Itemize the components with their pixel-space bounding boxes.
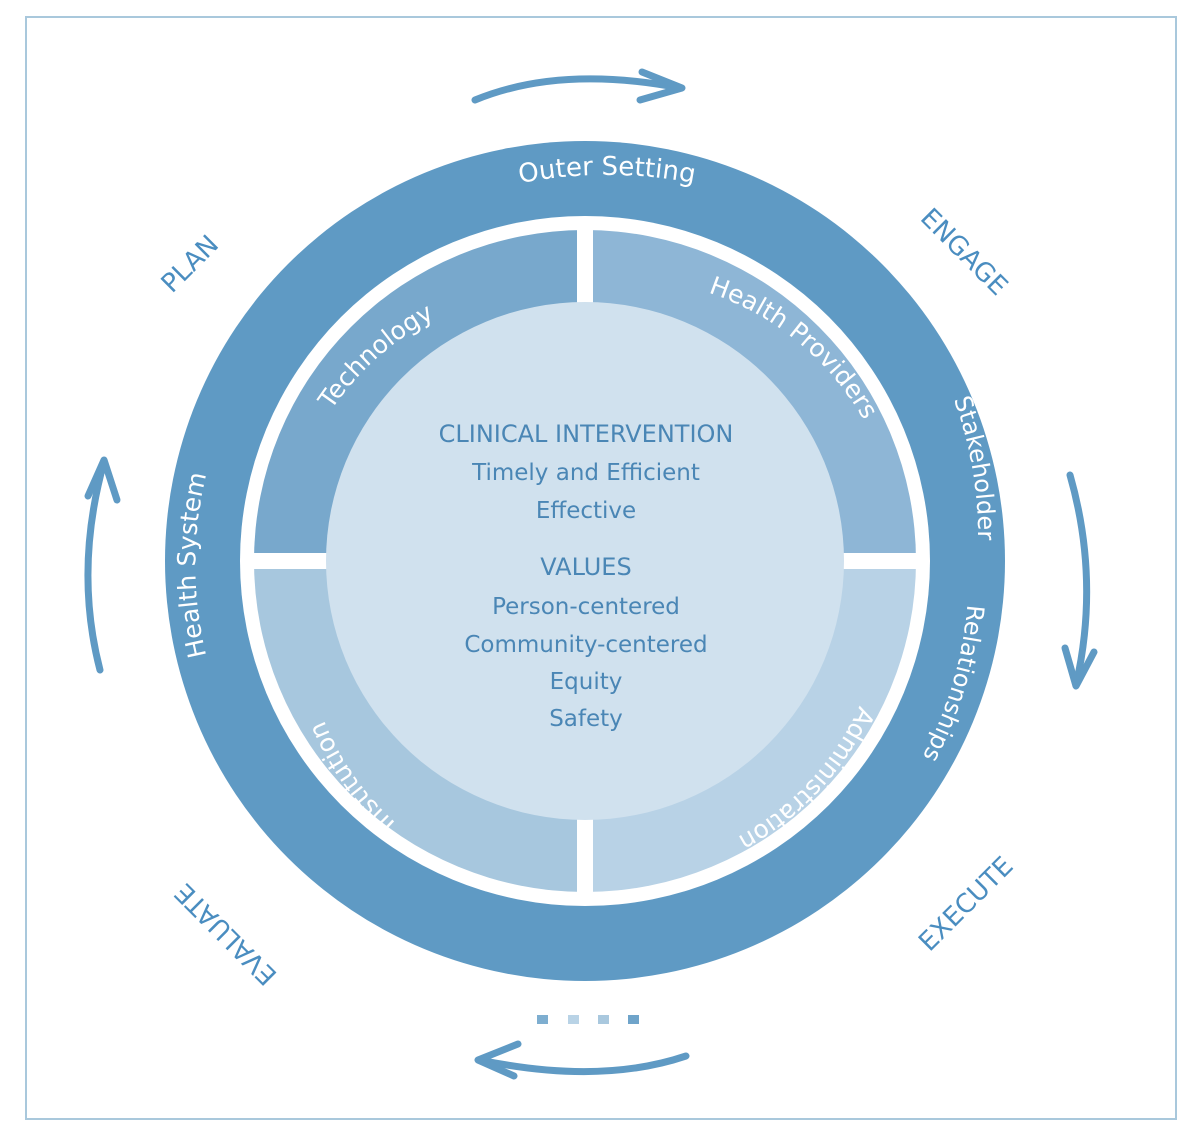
center-text-group: CLINICAL INTERVENTION Timely and Efficie…: [439, 420, 734, 732]
arrow-top-right: [471, 68, 686, 104]
arrow-bottom-left: [474, 1040, 690, 1080]
center-heading-values: VALUES: [540, 553, 631, 581]
value-community-centered: Community-centered: [464, 632, 707, 658]
dot-2: [568, 1015, 579, 1024]
value-person-centered: Person-centered: [492, 594, 680, 620]
phase-label-plan: PLAN: [156, 230, 225, 299]
dot-4: [628, 1015, 639, 1024]
value-equity: Equity: [550, 669, 623, 695]
phase-label-execute: EXECUTE: [913, 851, 1019, 957]
dot-1: [537, 1015, 548, 1024]
arrow-left-up: [84, 456, 121, 674]
center-line-effective: Effective: [536, 498, 636, 524]
bottom-dots: [537, 1015, 639, 1024]
center-line-timely: Timely and Efficient: [471, 460, 700, 486]
arrow-right-down: [1061, 471, 1098, 690]
phase-label-engage: ENGAGE: [914, 203, 1013, 302]
center-heading-clinical-intervention: CLINICAL INTERVENTION: [439, 420, 734, 448]
center-circle: [326, 302, 844, 820]
phase-label-evaluate: EVALUATE: [170, 877, 284, 991]
dot-3: [598, 1015, 609, 1024]
value-safety: Safety: [549, 706, 623, 732]
